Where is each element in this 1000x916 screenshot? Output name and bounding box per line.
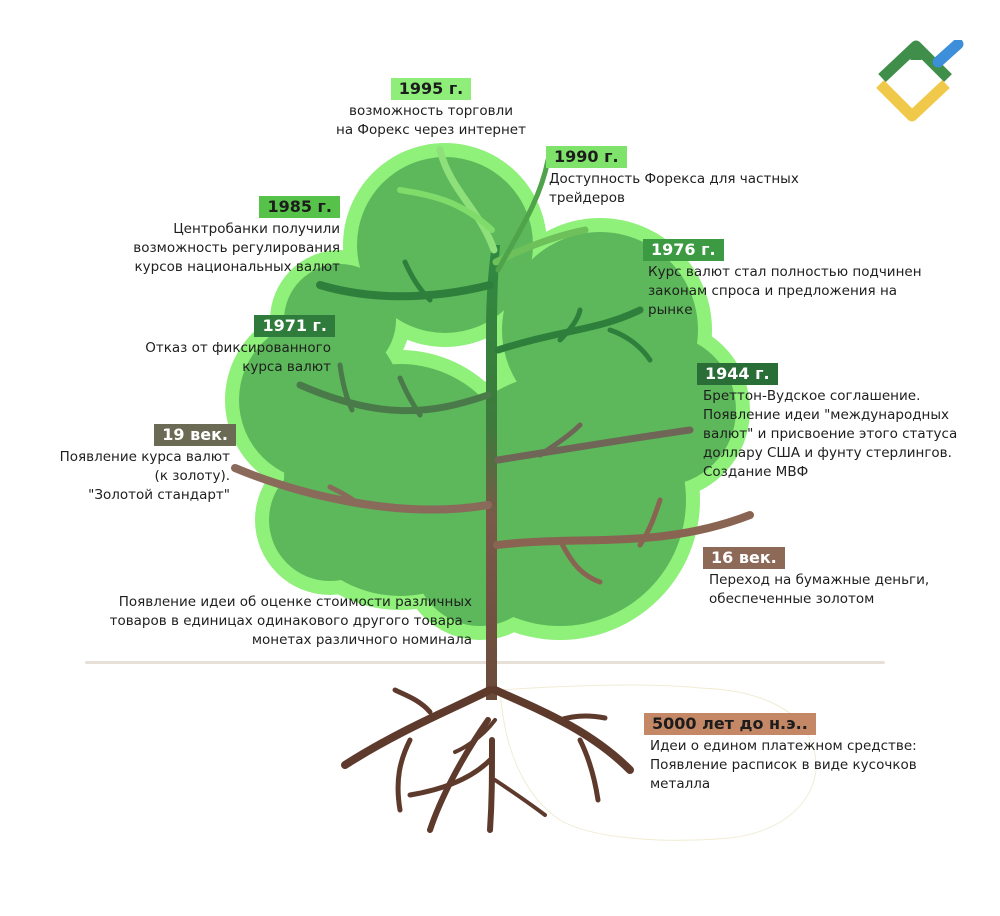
year-badge: 1990 г. [546, 146, 627, 168]
milestone-text: Появление идеи об оценке стоимости разли… [109, 594, 472, 648]
year-badge: 5000 лет до н.э.. [644, 713, 816, 735]
milestone-1995: 1995 г. возможность торговли на Форекс ч… [320, 78, 542, 140]
trunk [486, 245, 500, 700]
year-badge: 16 век. [703, 547, 785, 569]
milestone-text: Переход на бумажные деньги, обеспеченные… [709, 572, 930, 607]
year-badge: 19 век. [154, 424, 236, 446]
milestone-1944: 1944 г. Бреттон-Вудское соглашение. Появ… [697, 363, 987, 482]
milestone-text: Центробанки получили возможность регулир… [133, 221, 340, 275]
ground-line [85, 661, 885, 664]
branches [231, 146, 754, 585]
milestone-19th-century: 19 век. Появление курса валют (к золоту)… [40, 424, 236, 505]
milestone-coins: Появление идеи об оценке стоимости разли… [90, 593, 472, 650]
roots [341, 686, 634, 833]
year-badge: 1944 г. [697, 363, 778, 385]
milestone-text: Отказ от фиксированного курса валют [145, 340, 331, 375]
year-badge: 1995 г. [390, 78, 472, 100]
milestone-text: возможность торговли на Форекс через инт… [336, 103, 526, 138]
milestone-5000bc: 5000 лет до н.э.. Идеи о едином платежно… [644, 713, 944, 794]
milestone-text: Идеи о едином платежном средстве: Появле… [650, 738, 917, 792]
milestone-text: Появление курса валют (к золоту). "Золот… [59, 449, 230, 503]
milestone-1990: 1990 г. Доступность Форекса для частных … [546, 146, 826, 208]
milestone-1971: 1971 г. Отказ от фиксированного курса ва… [120, 315, 335, 377]
milestone-text: Курс валют стал полностью подчинен закон… [648, 264, 922, 318]
brand-logo-icon [876, 40, 964, 122]
milestone-16th-century: 16 век. Переход на бумажные деньги, обес… [703, 547, 963, 609]
year-badge: 1985 г. [259, 196, 340, 218]
year-badge: 1976 г. [643, 239, 724, 261]
milestone-text: Бреттон-Вудское соглашение. Появление ид… [703, 388, 958, 480]
milestone-1976: 1976 г. Курс валют стал полностью подчин… [643, 239, 943, 320]
soil-outline [499, 684, 817, 841]
year-badge: 1971 г. [254, 315, 335, 337]
milestone-1985: 1985 г. Центробанки получили возможность… [100, 196, 340, 277]
milestone-text: Доступность Форекса для частных трейдеро… [549, 171, 799, 206]
